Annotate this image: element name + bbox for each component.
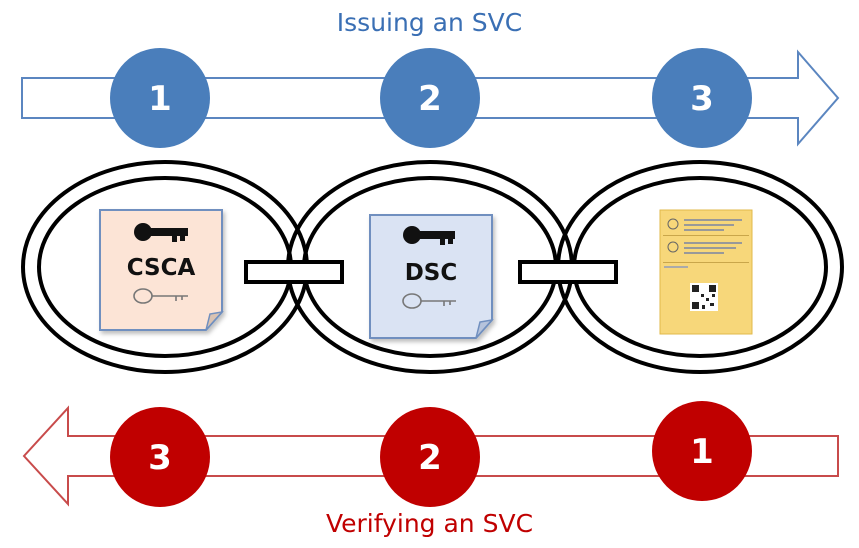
chain-connector-1 [244,260,344,284]
issuing-step-2: 2 [380,48,480,148]
issuing-step-1-number: 1 [148,79,172,119]
dsc-label: DSC [405,260,458,286]
issuing-step-3-number: 3 [690,79,714,119]
dsc-public-key-icon [402,293,456,309]
csca-certificate [99,209,224,331]
csca-public-key-icon [133,288,188,304]
verifying-title: Verifying an SVC [325,509,534,538]
issuing-step-3: 3 [652,48,752,148]
vaccination-certificate-icon [659,209,753,335]
csca-private-key-icon [134,223,188,242]
chain-connector-2 [518,260,618,284]
verifying-step-3-number: 3 [148,438,172,478]
csca-label: CSCA [127,255,196,281]
issuing-step-2-number: 2 [418,79,442,119]
dsc-private-key-icon [403,226,455,245]
verifying-step-3: 3 [110,407,210,507]
issuing-step-1: 1 [110,48,210,148]
verifying-step-1: 1 [652,401,752,501]
dsc-certificate [369,214,494,339]
verifying-step-1-number: 1 [690,432,714,472]
issuing-title: Issuing an SVC [336,8,523,37]
verifying-step-2: 2 [380,407,480,507]
qr-code-icon [690,283,718,311]
verifying-step-2-number: 2 [418,438,442,478]
